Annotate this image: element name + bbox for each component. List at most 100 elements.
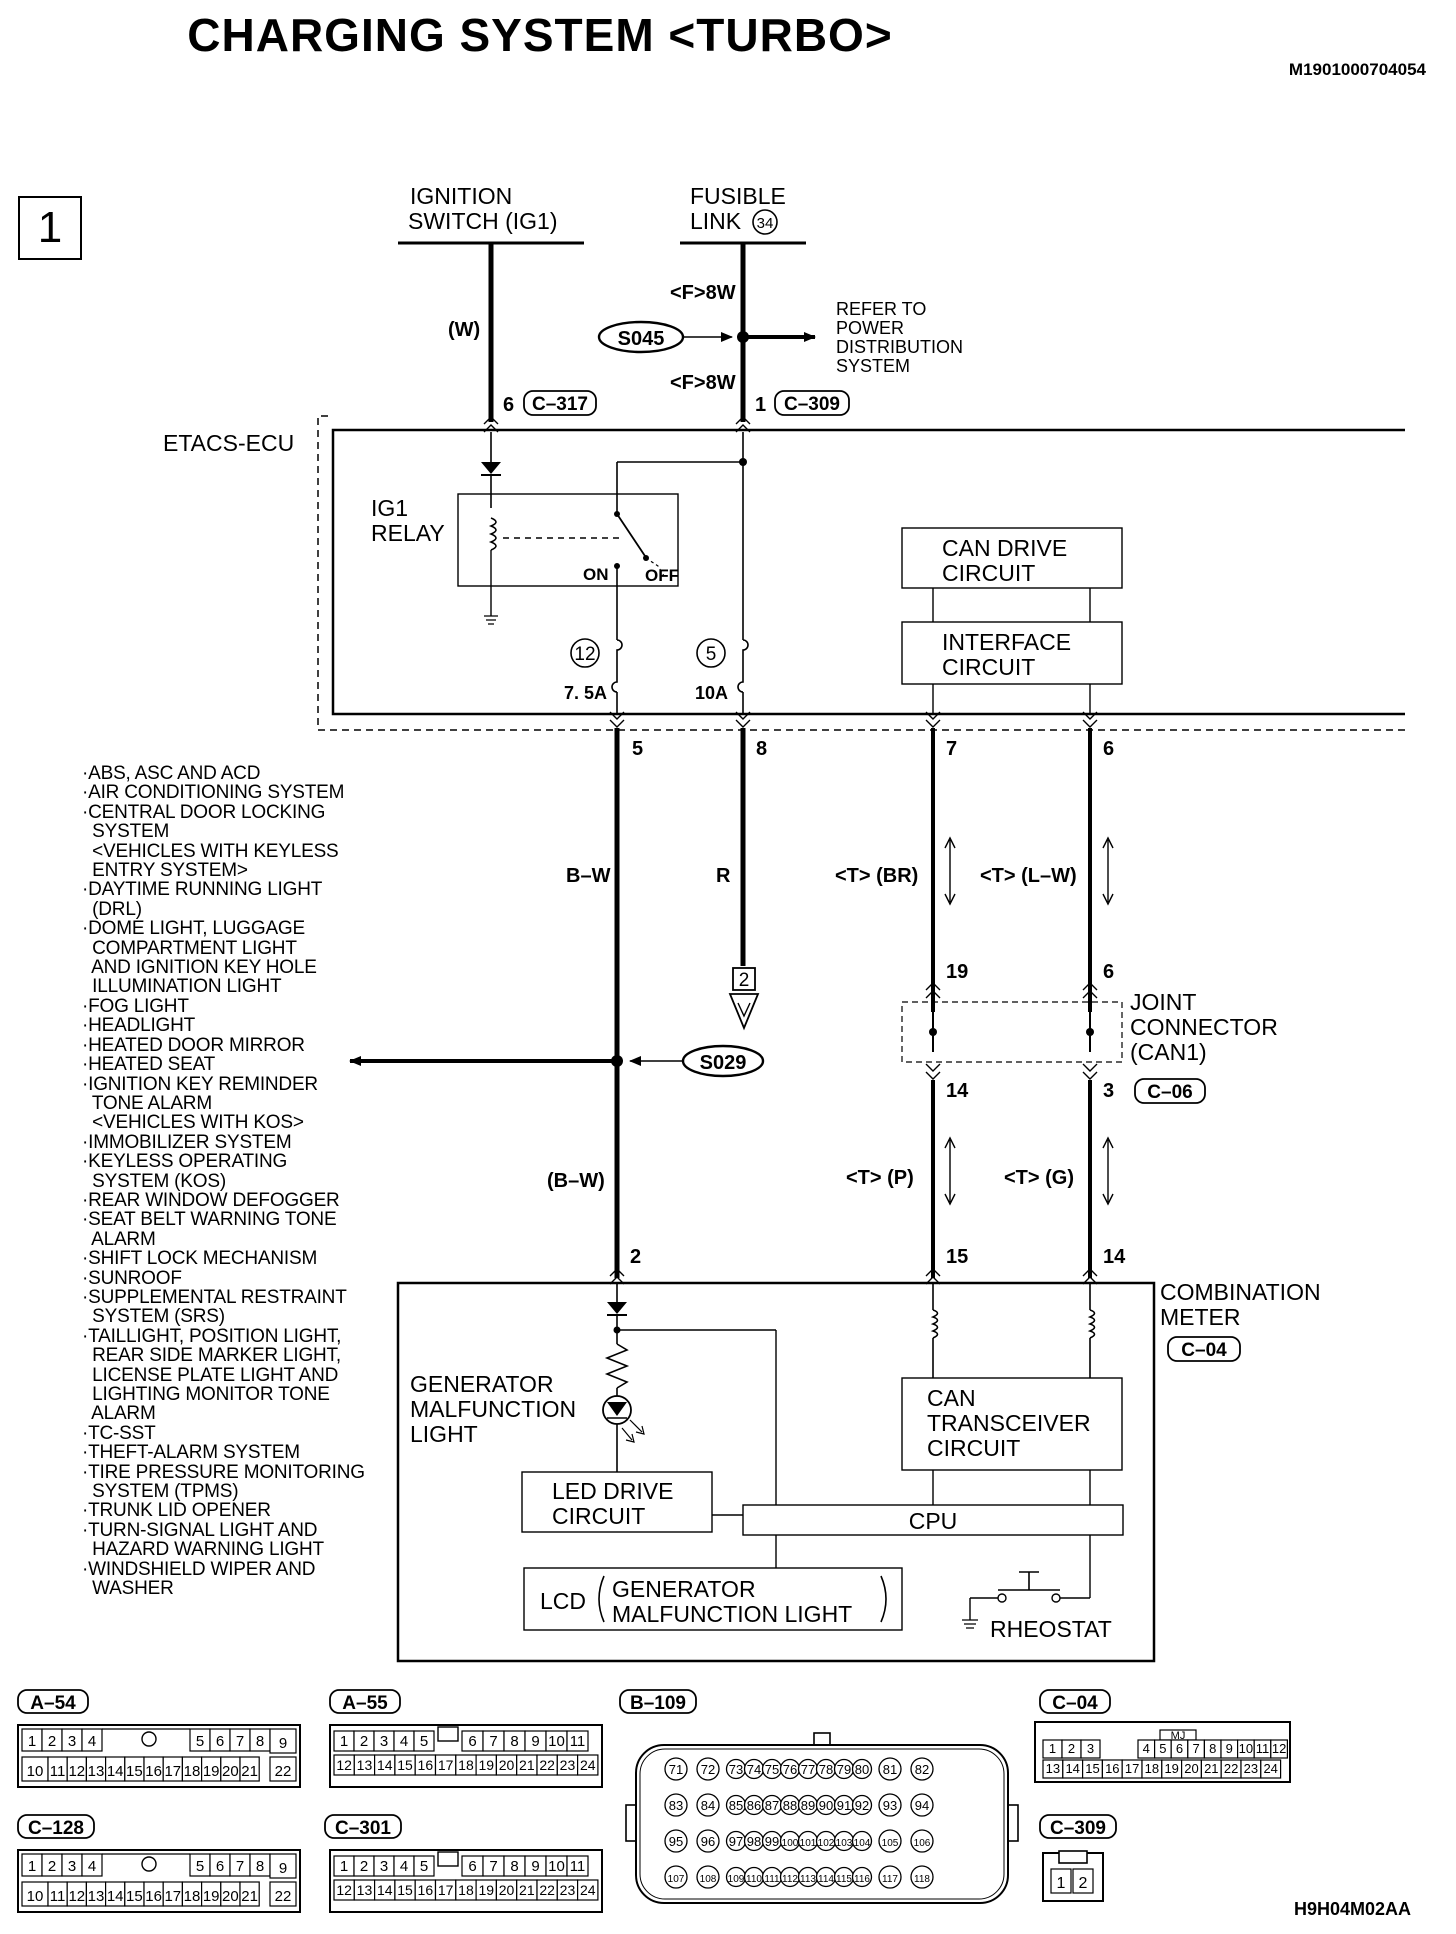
- pinout-pin: 16: [145, 1763, 162, 1780]
- pinout-pin: 17: [164, 1888, 181, 1905]
- pinout-pin: 7: [236, 1733, 244, 1750]
- pinout-pin: 92: [855, 1798, 869, 1813]
- figure-id: H9H04M02AA: [1293, 1899, 1411, 1919]
- pinout-pin: 3: [68, 1858, 76, 1875]
- pinout-pin: 1: [340, 1858, 348, 1875]
- fuse-12: 12 7. 5A: [564, 638, 623, 714]
- pinout-pin: 5: [420, 1858, 428, 1875]
- wire-color-w: (W): [448, 319, 480, 341]
- system-list-item: ·SHIFT LOCK MECHANISM: [82, 1248, 318, 1270]
- system-list-item: ENTRY SYSTEM>: [82, 860, 248, 882]
- pinout-pin: 114: [818, 1874, 834, 1885]
- svg-text:2: 2: [739, 970, 750, 991]
- connector-c128-label: C–128: [28, 1818, 84, 1839]
- pinout-pin: 100: [782, 1838, 799, 1849]
- pinout-pin: 80: [855, 1762, 869, 1777]
- pinout-pin: 4: [400, 1733, 408, 1750]
- resistor-icon: [604, 1343, 630, 1389]
- pinout-pin: 101: [800, 1838, 817, 1849]
- pinout-pin: 118: [914, 1874, 930, 1885]
- interface-circuit-box: [901, 621, 1123, 685]
- pinout-pin: 105: [882, 1838, 899, 1849]
- can-transceiver-box: [901, 1377, 1123, 1471]
- gen-light-label-line1: GENERATOR: [410, 1371, 554, 1397]
- splice-s045: S045: [597, 320, 816, 354]
- can-coil-left: [930, 1309, 939, 1339]
- pinout-pin: 15: [126, 1888, 143, 1905]
- joint-pin-3: 3: [1103, 1080, 1114, 1102]
- pinout-pin: 16: [145, 1888, 162, 1905]
- svg-text:REFER TO: REFER TO: [836, 299, 926, 319]
- cpu-label: CPU: [909, 1508, 958, 1534]
- pinout-pin: 107: [668, 1874, 685, 1885]
- pinout-pin: 22: [539, 1757, 555, 1773]
- pinout-pin: 116: [854, 1874, 870, 1885]
- wire-color-t-lw: <T> (L–W): [980, 865, 1077, 887]
- can-transceiver-label-line2: TRANSCEIVER: [927, 1410, 1091, 1436]
- system-list-item: ·HEATED SEAT: [82, 1054, 216, 1076]
- ignition-label-line2: SWITCH (IG1): [408, 208, 558, 234]
- pinout-pin: 9: [531, 1858, 539, 1875]
- pinout-pin: 104: [854, 1838, 871, 1849]
- pinout-pin: 20: [222, 1888, 239, 1905]
- pinout-pin: 3: [380, 1858, 388, 1875]
- document-id: M1901000704054: [1288, 60, 1426, 79]
- led-drive-label-line1: LED DRIVE: [552, 1478, 673, 1504]
- pinout-pin: 19: [203, 1888, 220, 1905]
- pinout-pin: 1: [28, 1858, 36, 1875]
- pinout-pin: 4: [88, 1733, 96, 1750]
- pinout-pin: 90: [819, 1798, 833, 1813]
- etacs-ecu: ETACS-ECU IG1 RELAY ON OFF: [163, 415, 1405, 731]
- system-list-item: ·HEADLIGHT: [82, 1015, 196, 1037]
- pinout-pin: 89: [801, 1798, 815, 1813]
- wire-color-t-p: <T> (P): [846, 1167, 914, 1189]
- system-list-item: <VEHICLES WITH KEYLESS: [82, 840, 339, 862]
- pinout-pin: 8: [1209, 1741, 1216, 1756]
- pinout-pin: 24: [1263, 1761, 1277, 1776]
- connector-a54-label: A–54: [30, 1693, 76, 1714]
- pinout-pin: 21: [241, 1888, 258, 1905]
- pinout-pin: 7: [489, 1858, 497, 1875]
- pinout-pin: 1: [28, 1733, 36, 1750]
- pinout-pin: 88: [783, 1798, 797, 1813]
- pinout-pin: 12: [68, 1763, 85, 1780]
- page-title: CHARGING SYSTEM <TURBO>: [187, 9, 893, 61]
- can-transceiver-label-line3: CIRCUIT: [927, 1435, 1020, 1461]
- pinout-pin: 8: [510, 1858, 518, 1875]
- pinout-pin: 11: [570, 1733, 586, 1750]
- pinout-pin: 1: [340, 1733, 348, 1750]
- fuse-5: 5 10A: [695, 626, 749, 714]
- pinout-pin: 22: [275, 1763, 292, 1780]
- pinout-pin: 8: [256, 1858, 264, 1875]
- pinout-pin: 3: [380, 1733, 388, 1750]
- system-list-item: AND IGNITION KEY HOLE: [82, 957, 317, 979]
- combination-meter-label-line1: COMBINATION: [1160, 1279, 1321, 1305]
- splice-s045-label: S045: [618, 328, 665, 350]
- pinout-pin: 77: [801, 1762, 815, 1777]
- pinout-pin: 14: [1065, 1761, 1079, 1776]
- system-list-item: LIGHTING MONITOR TONE: [82, 1384, 330, 1405]
- system-list-item: TONE ALARM: [82, 1092, 212, 1114]
- pinout-pin: 22: [275, 1888, 292, 1905]
- c04-key-mark: MJ: [1171, 1730, 1186, 1742]
- led-drive-label-line2: CIRCUIT: [552, 1503, 645, 1529]
- svg-text:12: 12: [574, 644, 595, 665]
- pinout-pin: 17: [164, 1763, 181, 1780]
- fuse-5-rating: 10A: [695, 683, 728, 703]
- system-list-item: ·AIR CONDITIONING SYSTEM: [82, 782, 345, 804]
- pinout-pin: 18: [1145, 1761, 1159, 1776]
- gen-light-label-line3: LIGHT: [410, 1421, 478, 1447]
- pinout-pin: 12: [336, 1757, 352, 1773]
- pinout-pin: 7: [236, 1858, 244, 1875]
- pinout-pin: 71: [669, 1762, 683, 1777]
- system-list-item: ·SUPPLEMENTAL RESTRAINT: [82, 1286, 347, 1308]
- pinout-pin: 11: [1256, 1741, 1270, 1756]
- system-list-item: ·TC-SST: [82, 1422, 156, 1444]
- pinout-pin: 3: [68, 1733, 76, 1750]
- pinout-pin: 20: [499, 1757, 515, 1773]
- relay-off-label: OFF: [645, 566, 679, 585]
- lcd-box: [523, 1567, 903, 1631]
- meter-pin-2: 2: [630, 1246, 641, 1268]
- pinout-pin: 14: [107, 1763, 124, 1780]
